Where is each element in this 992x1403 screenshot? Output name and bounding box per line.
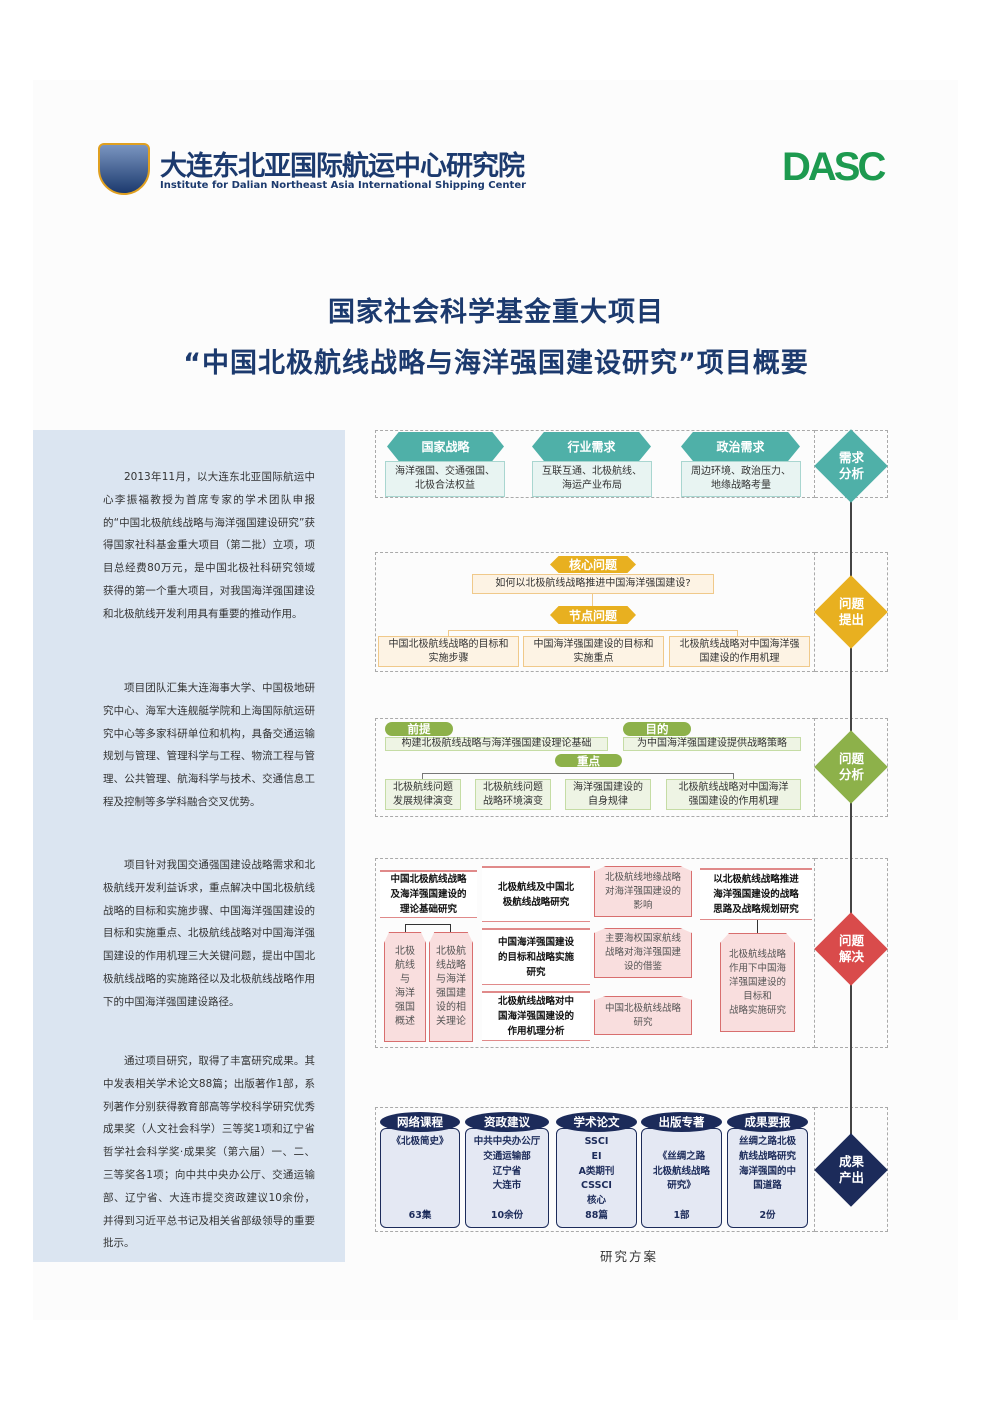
intro-paragraph-1: 2013年11月，以大连东北亚国际航运中心李振福教授为首席专家的学术团队申报的“…	[103, 471, 315, 620]
institute-name-en: Institute for Dalian Northeast Asia Inte…	[160, 180, 527, 191]
output-body: 《丝绸之路 北极航线战略 研究》	[652, 1150, 710, 1192]
focus-tag: 重点	[555, 754, 622, 768]
premise-box: 构建北极航线战略与海洋强国建设理论基础	[385, 737, 608, 751]
output-body: SSCI EI A类期刊 CSSCI 核心	[578, 1136, 615, 1207]
output-count: 88篇	[585, 1210, 608, 1221]
focus-item-box: 海洋强国建设的 自身规律	[565, 779, 651, 810]
output-body: 中共中央办公厅 交通运输部 辽宁省 大连市	[473, 1136, 541, 1192]
focus-item-box: 北极航线问题 发展规律演变	[385, 779, 461, 810]
stage-label: 需求 分析	[838, 450, 864, 481]
research-topic-box: 北极航线战略对中 国海洋强国建设的 作用机理分析	[482, 991, 590, 1041]
dasc-logo: DASC	[782, 145, 886, 189]
solution-section	[375, 858, 815, 1048]
theory-research-box: 中国北极航线战略 及海洋强国建设的 理论基础研究	[380, 870, 477, 918]
demand-tag: 行业需求	[532, 432, 651, 461]
intro-paragraph-2: 项目团队汇集大连海事大学、中国极地研究中心、海军大连舰艇学院和上海国际航运研究中…	[103, 682, 315, 808]
output-count: 2份	[759, 1210, 776, 1221]
output-card	[727, 1128, 808, 1228]
output-body: 《北极简史》	[391, 1136, 449, 1147]
institute-name-cn: 大连东北亚国际航运中心研究院	[160, 151, 525, 182]
output-body: 丝绸之路北极 航线战略研究 海洋强国的中 国道路	[738, 1136, 796, 1192]
sub-topic-box: 主要海权国家航线 战略对海洋强国建 设的借鉴	[594, 928, 692, 978]
stage-label: 问题 分析	[838, 751, 864, 782]
connector	[448, 630, 738, 636]
node-problem-tag: 节点问题	[550, 606, 636, 624]
connector	[592, 594, 593, 606]
core-problem-box: 如何以北极航线战略推进中国海洋强国建设?	[472, 574, 714, 594]
connector	[405, 924, 451, 932]
intro-paragraph-4: 通过项目研究，取得了丰富研究成果。其中发表相关学术论文88篇；出版著作1部，系列…	[103, 1055, 315, 1250]
strategy-research-box: 以北极航线战略推进 海洋强国建设的战略 思路及战略规划研究	[700, 868, 812, 920]
research-topic-box: 北极航线及中国北 极航线战略研究	[482, 866, 590, 922]
theory-sub-box: 北极 航线 与 海洋 强国 概述	[384, 932, 426, 1042]
connector	[422, 773, 734, 779]
institute-emblem-logo	[98, 143, 150, 195]
output-card	[556, 1128, 637, 1228]
stage-label: 成果 产出	[838, 1154, 864, 1185]
flow-line	[850, 498, 852, 1138]
diagram-caption: 研究方案	[600, 1249, 659, 1264]
theory-sub-box: 北极航 线战略 与海洋 强国建 设的相 关理论	[429, 932, 473, 1042]
output-count: 63集	[408, 1210, 432, 1221]
goal-tag: 目的	[623, 722, 691, 736]
demand-tag: 政治需求	[681, 432, 800, 461]
output-card	[641, 1128, 722, 1228]
output-count: 1部	[673, 1210, 690, 1221]
research-topic-box: 中国海洋强国建设 的目标和战略实施 研究	[482, 928, 590, 985]
demand-box: 互联互通、北极航线、 海运产业布局	[532, 461, 652, 497]
focus-item-box: 北极航线问题 战略环境演变	[475, 779, 551, 810]
title-line-1: 国家社会科学基金重大项目	[328, 297, 664, 328]
output-count: 10余份	[490, 1210, 524, 1221]
strategy-sub-box: 北极航线战略 作用下中国海 洋强国建设的 目标和 战略实施研究	[720, 933, 795, 1032]
output-tag: 成果要报	[727, 1112, 808, 1132]
node-problem-box: 中国海洋强国建设的目标和 实施重点	[523, 636, 664, 667]
sub-topic-box: 中国北极航线战略 研究	[594, 996, 692, 1035]
demand-box: 海洋强国、交通强国、 北极合法权益	[385, 461, 505, 497]
stage-label: 问题 提出	[838, 596, 864, 627]
output-tag: 学术论文	[556, 1112, 637, 1132]
output-card	[465, 1128, 549, 1228]
focus-item-box: 北极航线战略对中国海洋 强国建设的作用机理	[666, 779, 801, 810]
sub-topic-box: 北极航线地缘战略 对海洋强国建设的 影响	[594, 866, 692, 917]
title-line-2: “中国北极航线战略与海洋强国建设研究”项目概要	[183, 348, 809, 379]
core-problem-tag: 核心问题	[550, 556, 636, 573]
demand-box: 周边环境、政治压力、 地缘战略考量	[681, 461, 801, 497]
goal-box: 为中国海洋强国建设提供战略策略	[623, 737, 801, 751]
node-problem-box: 中国北极航线战略的目标和 实施步骤	[378, 636, 519, 667]
connector	[757, 920, 758, 933]
intro-paragraph-3: 项目针对我国交通强国建设战略需求和北极航线开发利益诉求，重点解决中国北极航线战略…	[103, 859, 315, 1008]
output-tag: 资政建议	[465, 1112, 549, 1132]
demand-tag: 国家战略	[387, 432, 504, 461]
premise-tag: 前提	[385, 722, 453, 736]
output-tag: 出版专著	[641, 1112, 722, 1132]
output-tag: 网络课程	[380, 1112, 460, 1132]
intro-panel	[33, 430, 345, 1262]
node-problem-box: 北极航线战略对中国海洋强 国建设的作用机理	[669, 636, 810, 667]
stage-label: 问题 解决	[838, 933, 864, 964]
